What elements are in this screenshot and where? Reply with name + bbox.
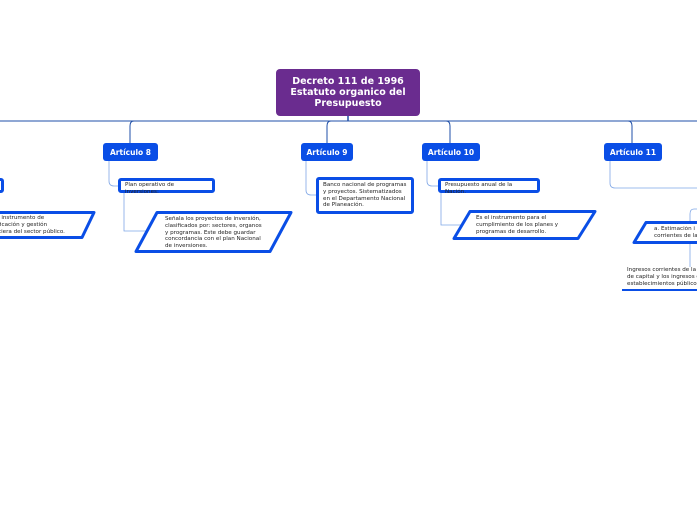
art10-to-box — [426, 160, 438, 187]
left-partial-para[interactable]: l instrumento de ficación y gestión cier… — [0, 211, 96, 239]
art11-para-text: a. Estimación i corrientes de la — [654, 226, 697, 239]
art9-bank-text: Banco nacional de programas y proyectos.… — [323, 182, 407, 209]
art9-to-box — [305, 160, 316, 196]
branch-art10 — [445, 120, 451, 143]
article-9-node[interactable]: Artículo 9 — [301, 143, 353, 161]
root-node[interactable]: Decreto 111 de 1996 Estatuto organico de… — [276, 69, 420, 116]
article-8-node[interactable]: Artículo 8 — [103, 143, 158, 161]
article-10-node[interactable]: Artículo 10 — [422, 143, 480, 161]
left-partial-box[interactable] — [0, 178, 4, 193]
art11-para-node[interactable]: a. Estimación i corrientes de la — [632, 221, 697, 244]
article-11-node[interactable]: Artículo 11 — [604, 143, 662, 161]
art11-sub-a — [689, 208, 697, 233]
branch-art11 — [627, 120, 633, 143]
art10-budget-text: Presupuesto anual de la Nación. — [445, 182, 513, 195]
art10-box-to-para — [440, 193, 463, 226]
art8-para-node[interactable]: Señala los proyectos de inversión, clasi… — [133, 211, 294, 253]
root-label: Decreto 111 de 1996 Estatuto organico de… — [290, 76, 406, 109]
article-11-label: Artículo 11 — [609, 147, 657, 157]
art10-para-node[interactable]: Es el instrumento para el cumplimiento d… — [451, 210, 598, 240]
branch-art9 — [326, 120, 332, 143]
art8-to-box — [108, 160, 118, 187]
art8-plan-box[interactable]: Plan operativo de inversiones: — [118, 178, 215, 195]
article-9-label: Artículo 9 — [306, 147, 348, 157]
article-8-label: Artículo 8 — [110, 147, 151, 157]
art8-plan-text: Plan operativo de inversiones: — [125, 182, 175, 195]
art10-para-shape — [452, 210, 597, 240]
art11-income-text[interactable]: Ingresos corrientes de la de capital y l… — [627, 267, 697, 287]
art11-income-underline — [622, 289, 697, 291]
art8-box-to-para — [123, 193, 150, 232]
article-10-label: Artículo 10 — [427, 147, 475, 157]
art9-bank-box[interactable]: Banco nacional de programas y proyectos.… — [316, 177, 414, 214]
art8-para-shape — [134, 211, 293, 253]
art10-para-text: Es el instrumento para el cumplimiento d… — [476, 215, 559, 235]
art8-para-text: Señala los proyectos de inversión, clasi… — [165, 216, 262, 250]
art11-to-right — [609, 160, 697, 189]
art10-budget-box[interactable]: Presupuesto anual de la Nación. — [438, 178, 540, 195]
art11-para-shape — [632, 221, 697, 244]
left-partial-para-shape — [0, 211, 96, 239]
branch-art8 — [129, 120, 135, 143]
left-partial-text: l instrumento de ficación y gestión cier… — [0, 215, 65, 235]
